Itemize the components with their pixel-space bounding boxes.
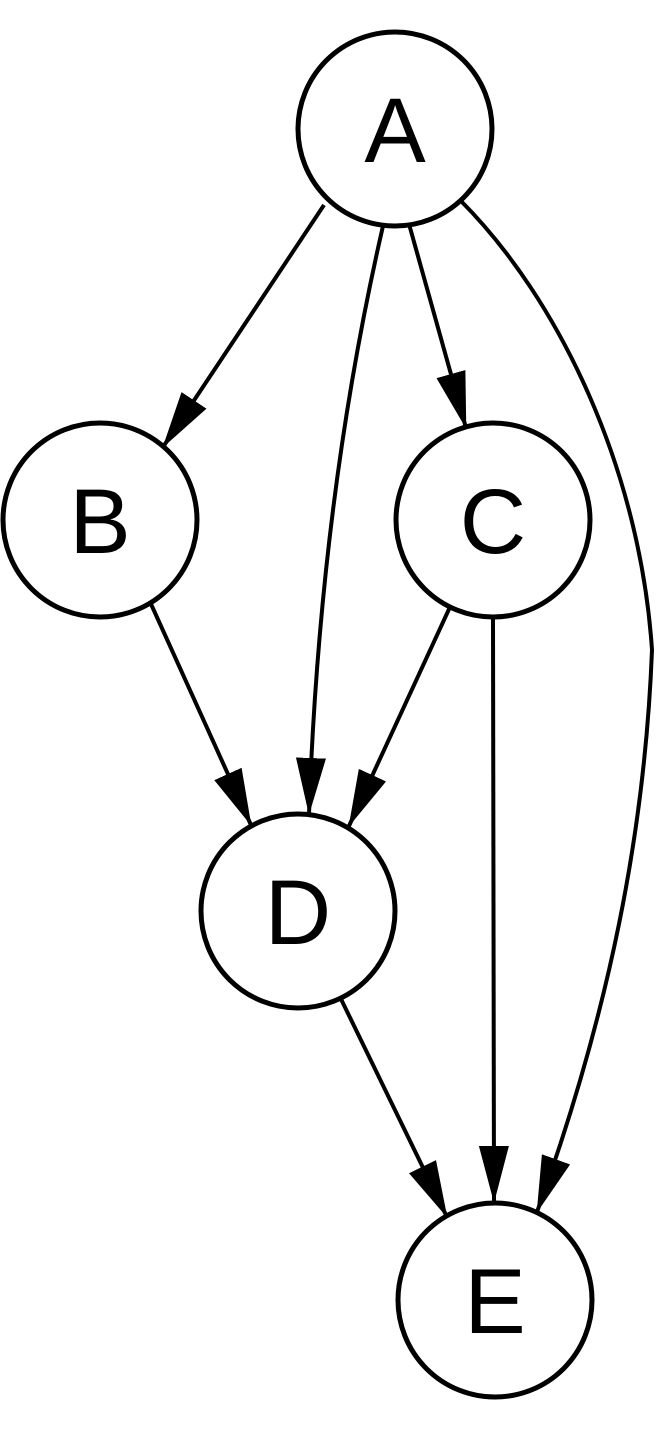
edge-A-C (407, 223, 468, 429)
node-A-circle (295, 29, 495, 229)
edge-C-E (478, 617, 509, 1203)
node-A-label: A (364, 80, 426, 182)
nodes-layer: A B C D E (0, 29, 595, 1400)
node-C-circle (393, 420, 593, 620)
edge-A-D (295, 225, 385, 815)
edge-C-D (347, 606, 452, 827)
node-C-label: C (460, 471, 526, 573)
edge-B-D (149, 603, 253, 826)
edge-A-B (161, 203, 326, 449)
edge-D-E (338, 996, 449, 1218)
node-D-label: D (265, 862, 331, 964)
node-D-circle (198, 811, 398, 1011)
node-E-circle (395, 1200, 595, 1400)
node-E-label: E (464, 1251, 525, 1353)
edge-A-E (458, 198, 655, 1213)
node-B-label: B (69, 471, 130, 573)
edges-layer (149, 198, 655, 1218)
node-B-circle (0, 420, 200, 620)
